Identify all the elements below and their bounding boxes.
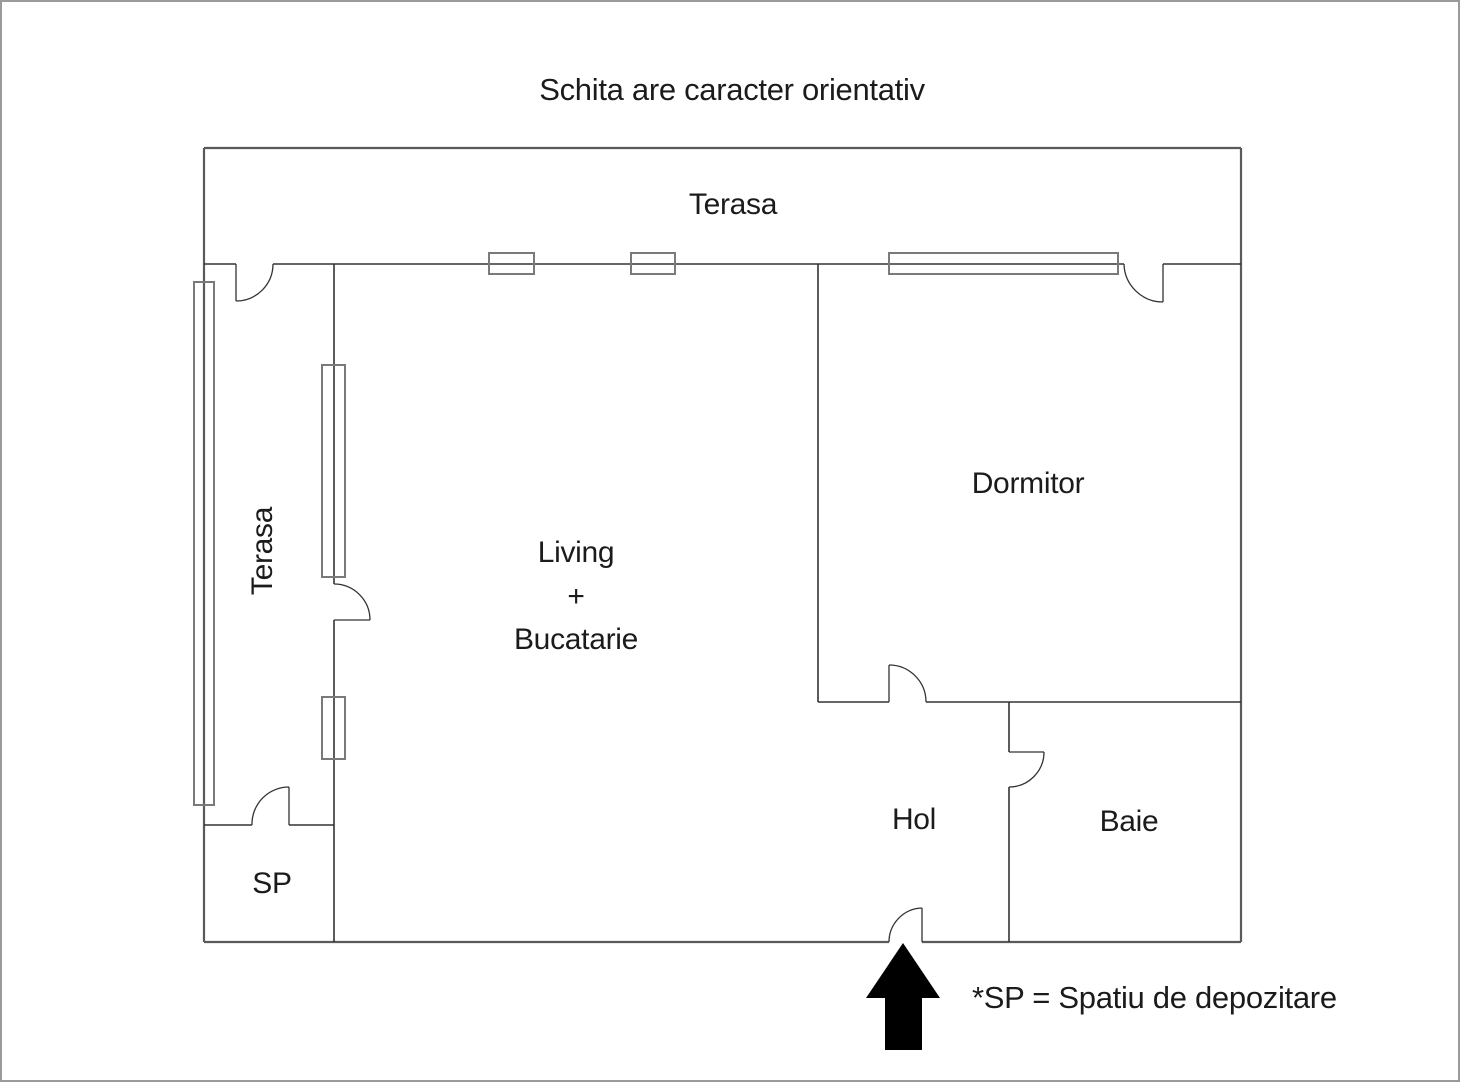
door-baie-arc bbox=[1008, 751, 1045, 788]
room-label-terasa-top: Terasa bbox=[688, 188, 778, 221]
page-title: Schita are caracter orientativ bbox=[539, 72, 925, 107]
window-terrace-small-2 bbox=[630, 252, 676, 275]
window-left-terrace-tall bbox=[193, 281, 215, 806]
window-terrace-small-1 bbox=[488, 252, 535, 275]
door-sp-arc bbox=[251, 786, 290, 826]
entrance-arrow-icon bbox=[866, 943, 940, 1050]
room-label-living-line3: Bucatarie bbox=[513, 622, 639, 656]
room-label-baie: Baie bbox=[1099, 805, 1159, 838]
door-dormitor-terrace-arc bbox=[1123, 263, 1164, 303]
room-label-dormitor: Dormitor bbox=[971, 467, 1085, 500]
window-dormitor-large bbox=[888, 252, 1119, 275]
doors bbox=[235, 263, 1164, 943]
room-label-living-line2: + bbox=[567, 579, 585, 613]
door-terrace-left-arc bbox=[235, 263, 274, 302]
room-label-living-bucatarie: Living + Bucatarie bbox=[514, 531, 638, 662]
door-living-terrace-arc bbox=[333, 583, 371, 621]
room-label-hol: Hol bbox=[891, 803, 937, 836]
outer-walls bbox=[202, 146, 1243, 944]
room-label-terasa-left: Terasa bbox=[246, 506, 279, 596]
window-living-lower bbox=[321, 696, 346, 760]
door-dormitor-hol-arc bbox=[888, 664, 927, 703]
windows bbox=[193, 252, 1119, 806]
inner-walls bbox=[204, 263, 1241, 942]
room-label-sp: SP bbox=[252, 867, 292, 900]
sp-legend-text: *SP = Spatiu de depozitare bbox=[972, 980, 1337, 1015]
window-living-upper bbox=[321, 364, 346, 578]
door-entrance-arc bbox=[888, 907, 923, 943]
room-label-living-line1: Living bbox=[537, 535, 615, 569]
